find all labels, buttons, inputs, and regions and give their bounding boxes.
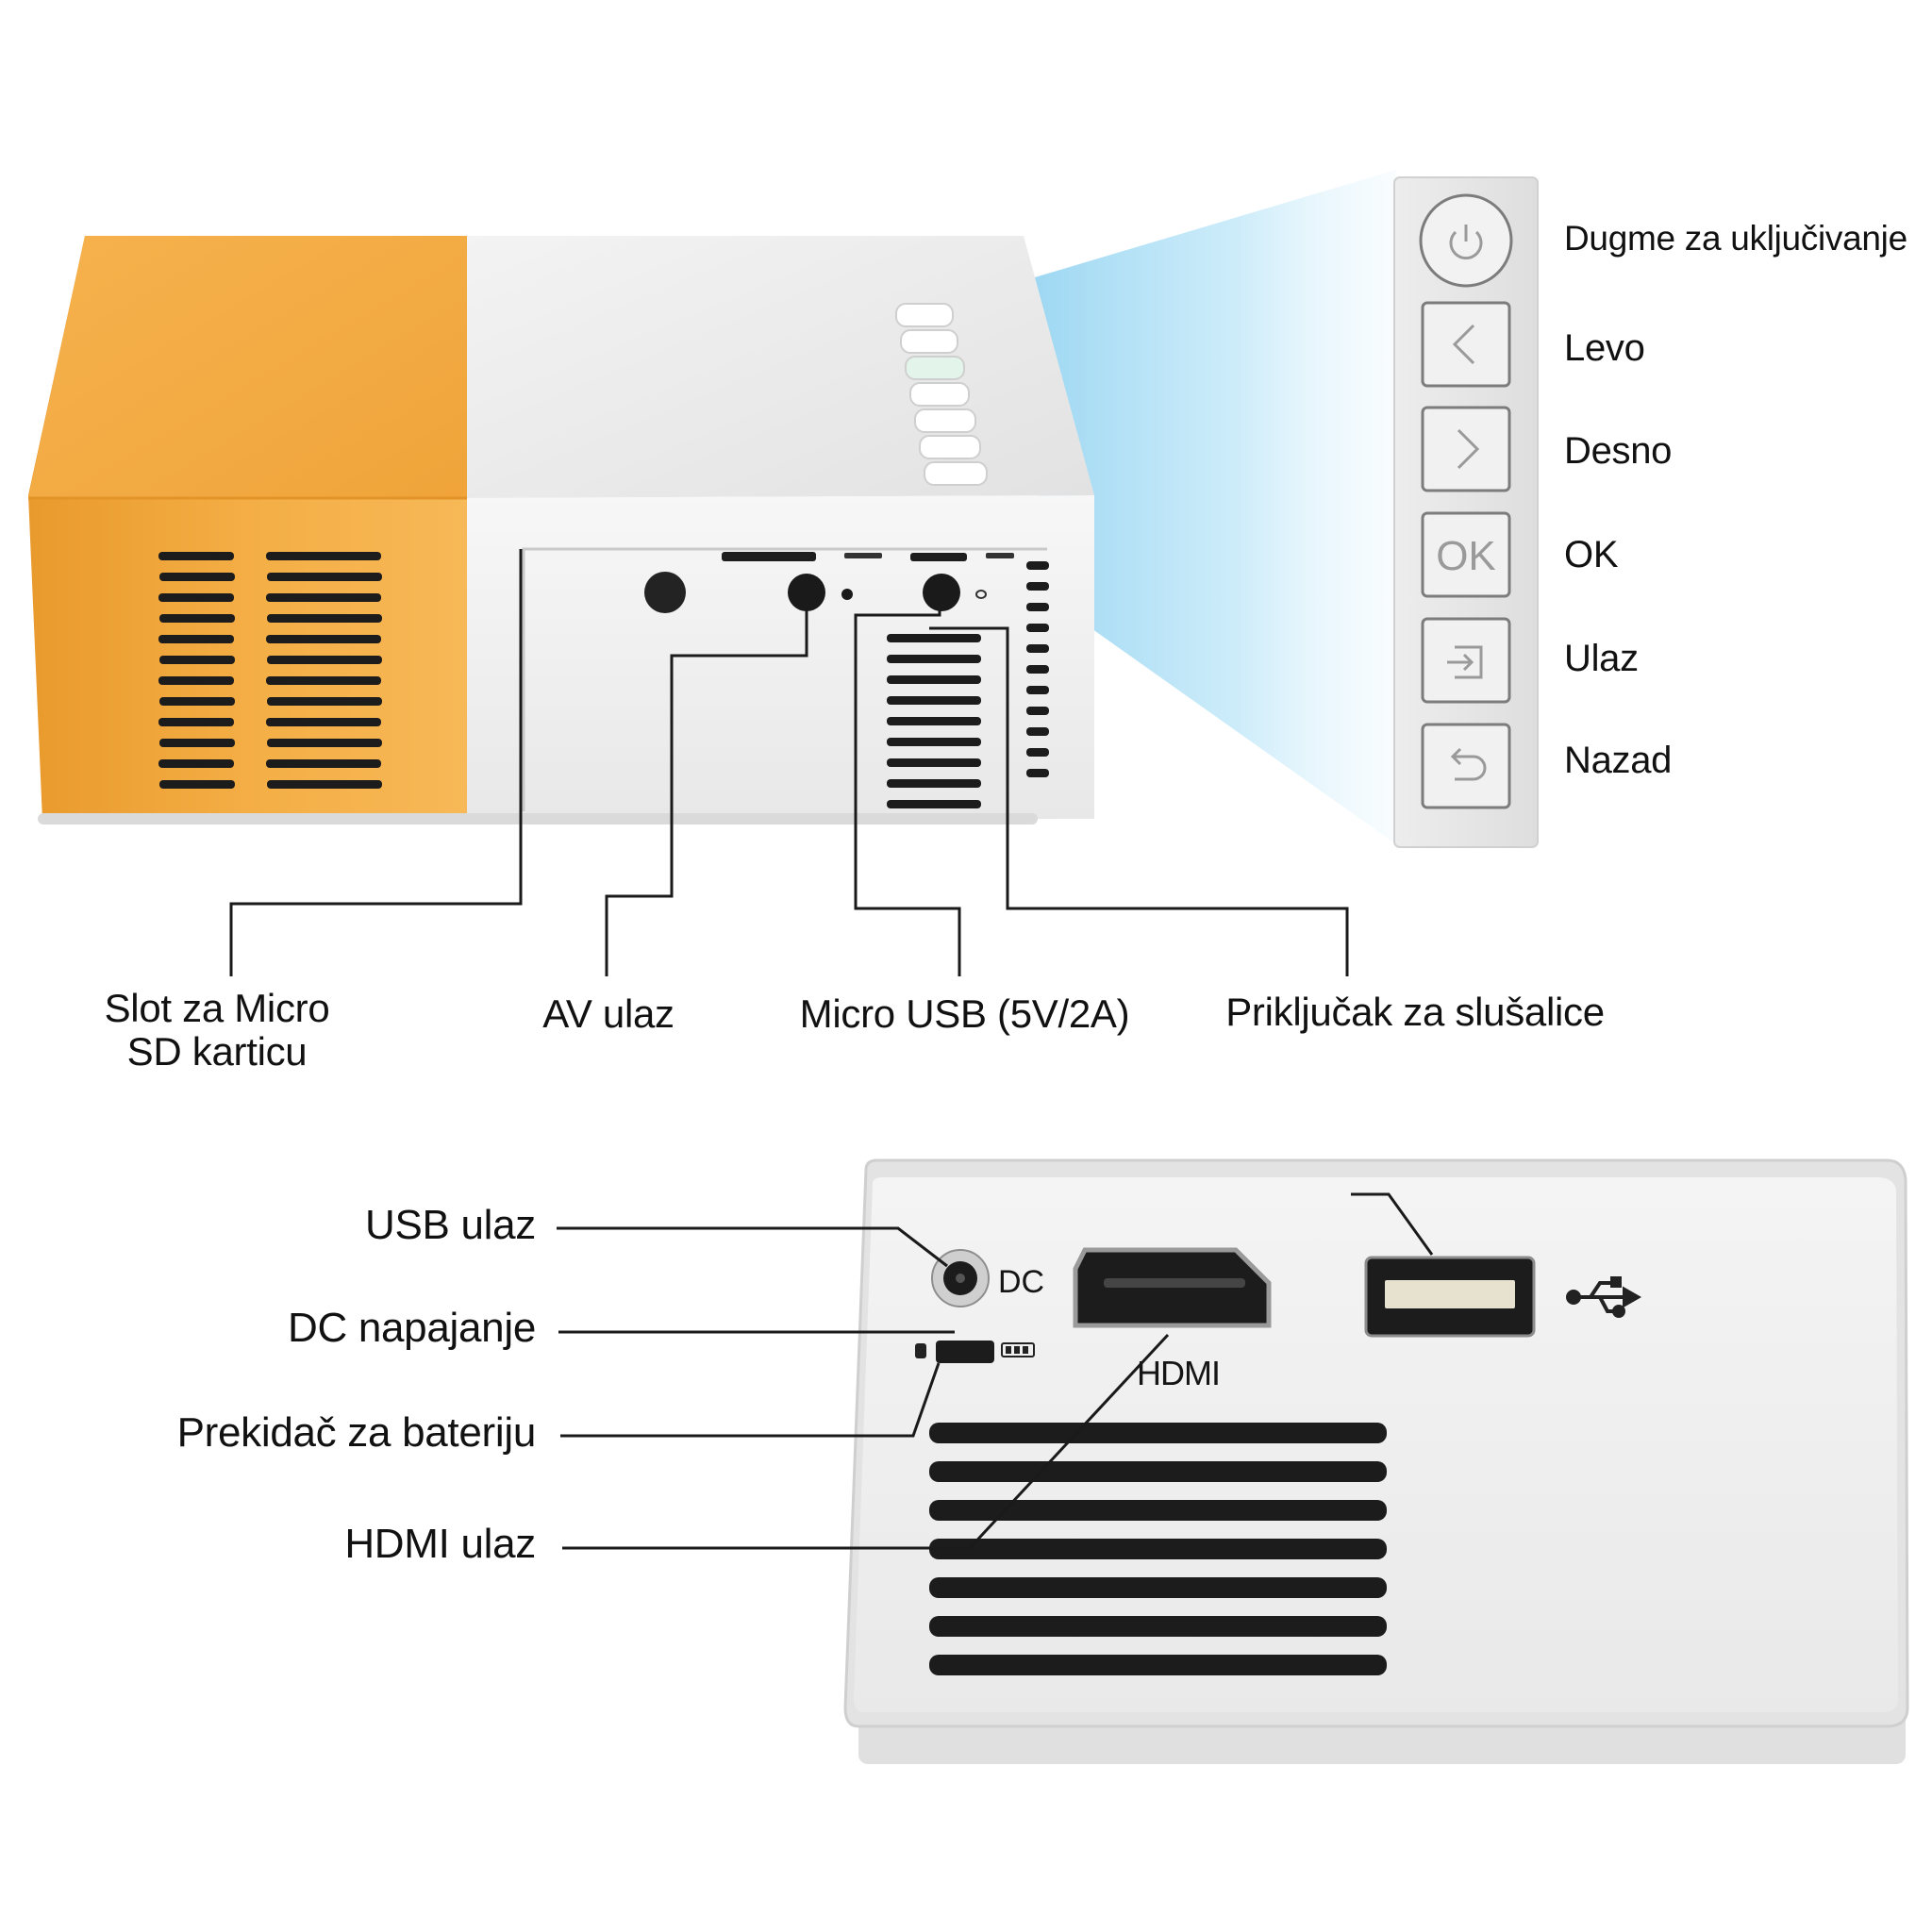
headphone-jack — [788, 574, 825, 611]
input-button[interactable] — [1421, 617, 1511, 704]
left-button[interactable] — [1421, 301, 1511, 388]
back-button[interactable] — [1421, 723, 1511, 809]
hdmi-input-label: HDMI ulaz — [344, 1521, 536, 1567]
rear-vent-grille — [929, 1423, 1387, 1675]
back-leader-lines — [557, 1192, 1434, 1550]
micro-sd-slot — [722, 552, 816, 561]
corner-vent-grille — [1026, 561, 1049, 777]
top-leader-lines — [229, 549, 1349, 976]
av-input-label: AV ulaz — [542, 991, 675, 1036]
projector-orange-body — [28, 236, 467, 821]
left-button-label: Levo — [1564, 327, 1645, 369]
rear-ports — [915, 1247, 1642, 1363]
battery-switch — [936, 1341, 994, 1363]
ok-button-label: OK — [1564, 534, 1619, 575]
top-button-strip — [895, 303, 988, 486]
chevron-left-icon — [1452, 324, 1475, 365]
dc-mark: DC — [998, 1264, 1045, 1300]
power-button-label: Dugme za uključivanje — [1564, 219, 1907, 258]
usb-icon — [1566, 1276, 1642, 1318]
hdmi-mark: HDMI — [1137, 1354, 1221, 1392]
battery-switch-label: Prekidač za bateriju — [176, 1409, 537, 1456]
micro-usb-label: Micro USB (5V/2A) — [799, 991, 1130, 1036]
dc-power-label: DC napajanje — [287, 1305, 536, 1351]
micro-sd-label: Slot za Micro SD karticu — [104, 986, 330, 1074]
back-button-label: Nazad — [1564, 740, 1673, 781]
projection-beam — [1000, 170, 1396, 844]
input-icon — [1447, 645, 1483, 679]
av-jack — [644, 572, 686, 613]
svg-text:OK: OK — [1436, 533, 1496, 579]
front-vent-grille — [887, 634, 981, 808]
front-ports — [644, 552, 1014, 613]
usb-input-label: USB ulaz — [364, 1202, 536, 1248]
power-icon — [1449, 225, 1483, 260]
ok-button[interactable]: OK — [1421, 511, 1511, 598]
micro-usb-slot — [910, 553, 967, 561]
right-button-label: Desno — [1564, 430, 1673, 472]
back-icon — [1450, 747, 1487, 781]
chevron-right-icon — [1457, 428, 1480, 470]
headphone-label: Priključak za slušalice — [1225, 990, 1605, 1034]
power-button[interactable] — [1419, 193, 1513, 288]
ok-text: OK — [1436, 533, 1496, 579]
input-button-label: Ulaz — [1564, 638, 1639, 679]
right-button[interactable] — [1421, 406, 1511, 492]
side-vent-grille — [158, 552, 382, 789]
